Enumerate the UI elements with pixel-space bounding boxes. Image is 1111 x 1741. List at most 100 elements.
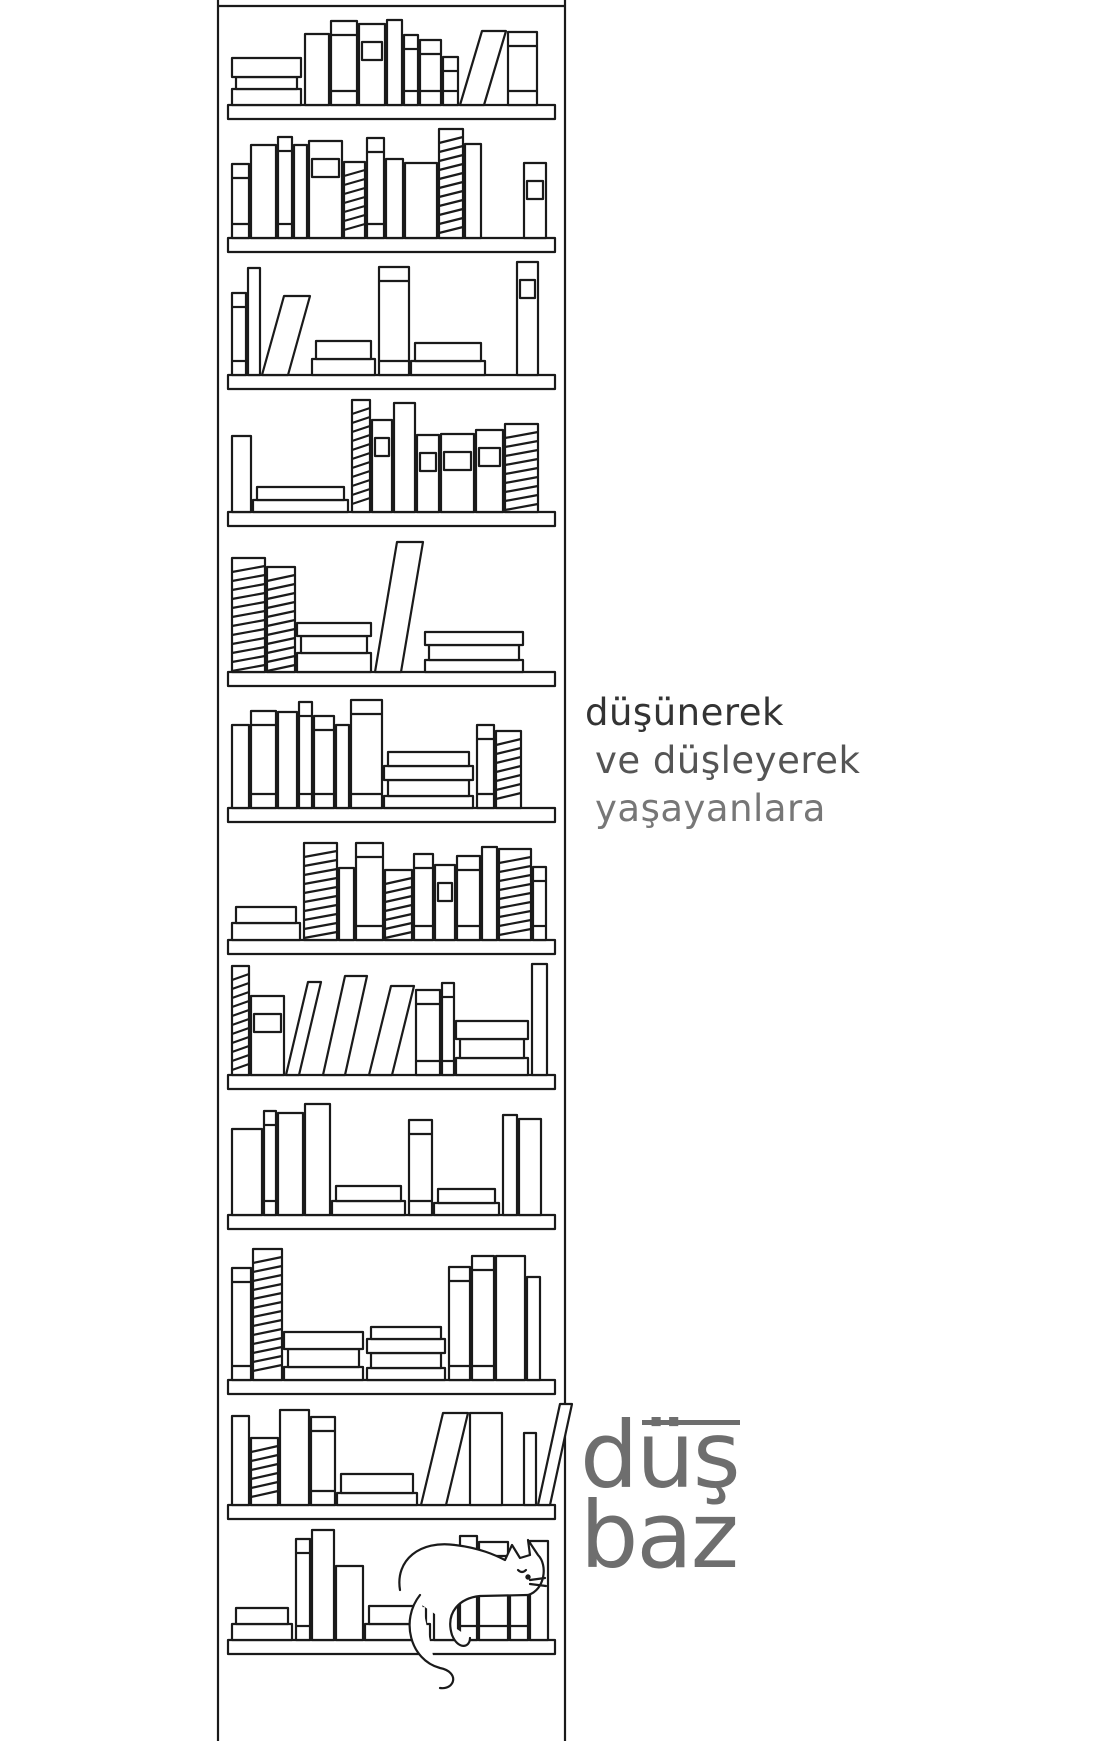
book-stack: [423, 630, 525, 647]
book-spine: [365, 136, 386, 240]
book-stack: [282, 1330, 365, 1351]
book-stack: [251, 498, 350, 514]
book-stack: [369, 1351, 443, 1370]
book-stack: [365, 1366, 447, 1382]
book-spine: [531, 865, 548, 942]
book-spine: [506, 30, 539, 107]
book-stack: [282, 1365, 365, 1382]
book-spine: [334, 1564, 365, 1642]
book-leaning: [321, 974, 369, 1077]
shelf-plank: [226, 1503, 557, 1521]
book-spine: [230, 434, 253, 514]
book-spine: [403, 161, 439, 240]
book-spine: [525, 1275, 542, 1382]
book-stack: [335, 1491, 419, 1507]
book-spine: [470, 1254, 496, 1382]
book-stack: [454, 1056, 530, 1077]
shelf-plank: [226, 938, 557, 956]
book-spine: [439, 432, 476, 514]
book-spine: [230, 291, 248, 377]
book-leaning: [458, 29, 508, 107]
shelf-plank: [226, 1378, 557, 1396]
book-spine: [249, 143, 278, 240]
book-spine: [407, 1118, 434, 1217]
book-spine: [468, 1411, 504, 1507]
book-spine: [297, 700, 314, 810]
book-stack: [427, 643, 521, 662]
book-spine: [455, 854, 482, 942]
book-stack: [230, 56, 303, 79]
book-spine: [530, 962, 549, 1077]
dedication-line-2: ve düşleyerek: [595, 739, 861, 782]
shelf-plank: [226, 103, 557, 121]
book-spine: [310, 1528, 336, 1642]
book-spine: [392, 401, 417, 514]
book-spine: [329, 19, 359, 107]
book-spine: [370, 418, 394, 514]
book-spine: [441, 55, 460, 107]
book-spine: [480, 845, 499, 942]
book-spine: [433, 863, 457, 942]
book-spine: [522, 161, 548, 240]
book-leaning: [284, 980, 323, 1077]
book-spine: [501, 1113, 519, 1217]
book-stack: [382, 764, 475, 782]
shelf-plank: [226, 670, 557, 688]
book-stack: [234, 75, 299, 91]
book-stack: [382, 794, 475, 810]
shelf-plank: [226, 1073, 557, 1091]
cat-icon: [398, 1538, 548, 1690]
book-stack: [432, 1201, 501, 1217]
book-stack: [423, 658, 525, 674]
book-spine: [475, 723, 496, 810]
book-spine: [385, 18, 404, 107]
book-spine: [515, 260, 540, 377]
book-spine: [246, 266, 262, 377]
book-spine: [418, 38, 443, 107]
book-stack: [295, 651, 373, 674]
shelf-plank: [226, 1213, 557, 1231]
book-stack: [369, 1325, 443, 1341]
shelf-plank: [226, 1638, 557, 1656]
dedication-line-3: yaşayanlara: [595, 787, 826, 830]
book-stack: [234, 1606, 290, 1626]
book-spine: [303, 1102, 332, 1217]
book-spine: [230, 723, 251, 810]
book-stack: [454, 1019, 530, 1041]
book-spine: [312, 714, 336, 810]
book-leaning: [367, 984, 416, 1077]
book-stack: [365, 1337, 447, 1355]
book-spine: [230, 1414, 251, 1507]
book-stack: [413, 341, 483, 363]
book-spine: [230, 162, 251, 240]
publisher-logo: düş baz: [580, 1410, 770, 1589]
book-spine: [276, 710, 299, 810]
book-spine: [276, 1111, 305, 1217]
book-spine: [377, 265, 411, 377]
book-leaning: [373, 540, 425, 674]
book-stack: [234, 905, 298, 925]
book-stack: [339, 1472, 415, 1495]
shelf-plank: [226, 236, 557, 254]
book-stack: [314, 339, 373, 361]
book-spine: [494, 1254, 527, 1382]
book-stack: [330, 1199, 407, 1217]
book-stack: [295, 621, 373, 638]
book-spine: [337, 866, 356, 942]
book-spine: [230, 1127, 264, 1217]
book-stack: [286, 1347, 361, 1369]
book-stack: [334, 1184, 403, 1203]
book-spine: [294, 1537, 312, 1642]
book-spine: [249, 709, 278, 810]
book-spine: [384, 157, 405, 240]
book-spine: [412, 852, 435, 942]
book-stack: [386, 778, 471, 798]
book-spine: [354, 841, 385, 942]
book-stack: [458, 1037, 526, 1060]
book-spine: [349, 698, 384, 810]
book-stack: [299, 634, 369, 655]
book-spine: [474, 428, 505, 514]
book-spine: [522, 1431, 538, 1507]
logo-word-bottom: baz: [580, 1482, 739, 1589]
